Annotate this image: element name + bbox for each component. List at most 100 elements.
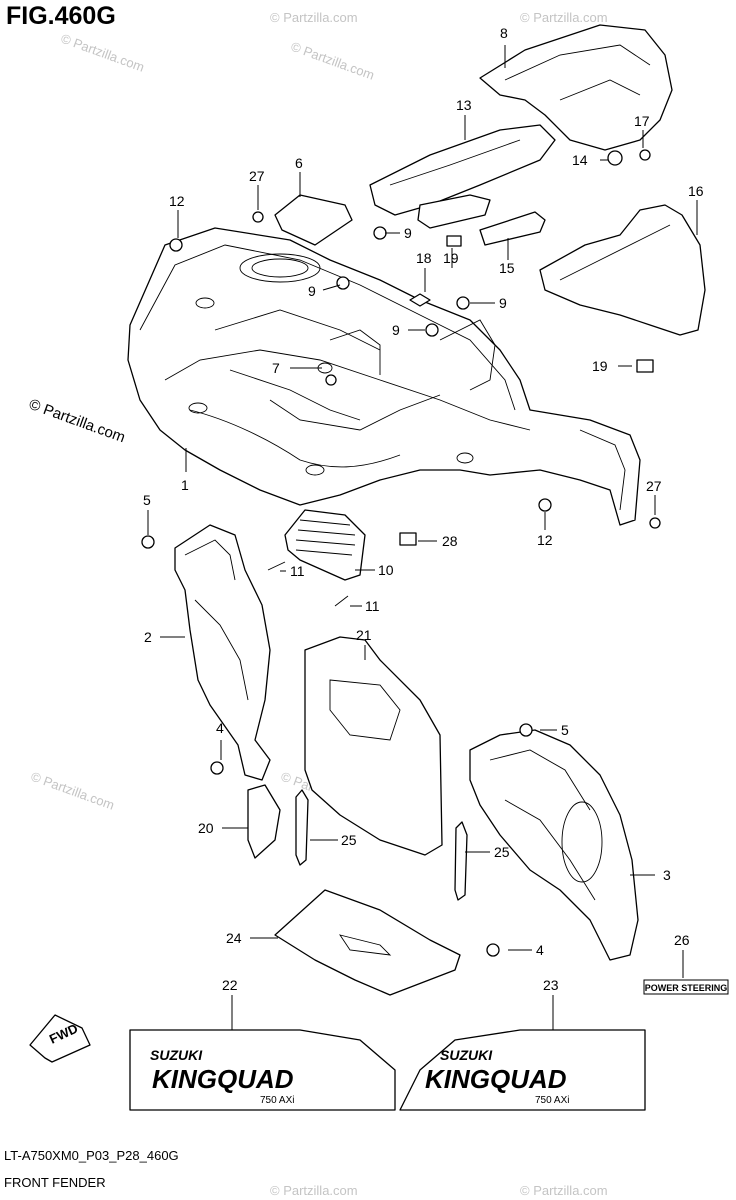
- callout-17: 17: [634, 113, 650, 129]
- part-10-grille[interactable]: [284, 509, 366, 581]
- part-8-upper-cover[interactable]: [479, 24, 673, 151]
- decal-brand-text: SUZUKI: [440, 1047, 493, 1063]
- callout-11a: 11: [290, 563, 305, 579]
- part-28-cushion[interactable]: [399, 532, 417, 546]
- part-25-tie-band[interactable]: [454, 821, 468, 901]
- part-12-nut[interactable]: [169, 238, 183, 252]
- figure-name: FRONT FENDER: [4, 1175, 106, 1190]
- decal-model-text: KINGQUAD: [152, 1064, 294, 1094]
- callout-1: 1: [181, 477, 189, 493]
- callout-24: 24: [226, 930, 242, 946]
- callout-12b: 12: [537, 532, 553, 548]
- callout-13: 13: [456, 97, 472, 113]
- callout-9d: 9: [392, 322, 400, 338]
- fasteners: [141, 149, 661, 957]
- power-steering-text: POWER STEERING: [645, 983, 728, 993]
- callout-11b: 11: [365, 598, 380, 614]
- part-4-nut[interactable]: [486, 943, 500, 957]
- part-5-clip[interactable]: [519, 723, 533, 737]
- decal-model-text: KINGQUAD: [425, 1064, 567, 1094]
- callout-3: 3: [663, 867, 671, 883]
- decal-brand-text: SUZUKI: [150, 1047, 203, 1063]
- fwd-arrow-icon: FWD: [29, 1014, 91, 1063]
- callout-23: 23: [543, 977, 559, 993]
- callout-4: 4: [216, 720, 224, 736]
- watermark: © Partzilla.com: [270, 10, 358, 25]
- callout-21: 21: [356, 627, 372, 643]
- part-22-decal-left[interactable]: SUZUKI KINGQUAD 750 AXi: [129, 1029, 396, 1111]
- part-11-screw[interactable]: [267, 561, 286, 571]
- part-14-grommet[interactable]: [607, 150, 623, 166]
- callout-22: 22: [222, 977, 238, 993]
- part-7-grommet[interactable]: [325, 374, 337, 386]
- part-13-bracket[interactable]: [369, 124, 556, 229]
- callout-19b: 19: [592, 358, 608, 374]
- part-1-front-fender[interactable]: [127, 227, 641, 526]
- callout-10: 10: [378, 562, 394, 578]
- watermark: © Partzilla.com: [520, 10, 608, 25]
- callout-27b: 27: [646, 478, 662, 494]
- watermark: © Partzilla.com: [29, 769, 116, 813]
- callout-4b: 4: [536, 942, 544, 958]
- callout-8: 8: [500, 25, 508, 41]
- callout-6: 6: [295, 155, 303, 171]
- part-15-reflector[interactable]: [479, 211, 546, 246]
- callout-14: 14: [572, 152, 588, 168]
- part-9-nut[interactable]: [425, 323, 439, 337]
- watermark: © Partzilla.com: [289, 39, 376, 83]
- callout-26: 26: [674, 932, 690, 948]
- part-27-bolt[interactable]: [252, 211, 264, 223]
- decal-sub-text: 750 AXi: [535, 1095, 569, 1106]
- partzilla-watermark-dark: © Partzilla.com: [27, 396, 128, 447]
- callout-25b: 25: [494, 844, 510, 860]
- part-23-decal-right[interactable]: SUZUKI KINGQUAD 750 AXi: [399, 1029, 646, 1111]
- callout-25a: 25: [341, 832, 357, 848]
- part-9-nut[interactable]: [336, 276, 350, 290]
- callout-2: 2: [144, 629, 152, 645]
- figure-code: LT-A750XM0_P03_P28_460G: [4, 1148, 179, 1163]
- part-9-nut[interactable]: [456, 296, 470, 310]
- watermarks: © Partzilla.com © Partzilla.com © Partzi…: [29, 10, 616, 1198]
- part-24-plate[interactable]: [274, 889, 461, 996]
- part-4-nut[interactable]: [210, 761, 224, 775]
- part-17-clip[interactable]: [639, 149, 651, 161]
- part-25-tie-band[interactable]: [295, 789, 309, 866]
- callouts: 1 2 3 4 4 5 5 6 7 8 9 9 9 9 10 11 11 12 …: [143, 25, 704, 993]
- part-5-clip[interactable]: [141, 535, 155, 549]
- callout-9b: 9: [404, 225, 412, 241]
- callout-16: 16: [688, 183, 704, 199]
- part-18-pad[interactable]: [409, 293, 431, 307]
- figure-title: FIG.460G: [6, 2, 116, 30]
- callout-28: 28: [442, 533, 458, 549]
- part-6-cover[interactable]: [274, 194, 353, 246]
- callout-9a: 9: [308, 283, 316, 299]
- part-26-power-steering-label[interactable]: POWER STEERING: [643, 979, 729, 995]
- part-16-side-panel[interactable]: [539, 204, 706, 336]
- callout-7: 7: [272, 360, 280, 376]
- callout-19a: 19: [443, 250, 459, 266]
- part-20-clip-bracket[interactable]: [247, 784, 281, 859]
- part-2-left-panel[interactable]: [174, 524, 271, 781]
- part-19-cushion[interactable]: [636, 359, 654, 373]
- watermark: © Partzilla.com: [520, 1183, 608, 1198]
- part-3-right-panel[interactable]: [469, 729, 639, 961]
- watermark: © Partzilla.com: [270, 1183, 358, 1198]
- part-27-bolt[interactable]: [649, 517, 661, 529]
- leader-lines: [147, 45, 698, 1030]
- part-9-nut[interactable]: [373, 226, 387, 240]
- callout-12a: 12: [169, 193, 185, 209]
- callout-9c: 9: [499, 295, 507, 311]
- callout-5b: 5: [561, 722, 569, 738]
- watermark: © Partzilla.com: [59, 31, 146, 75]
- part-12-nut[interactable]: [538, 498, 552, 512]
- callout-27a: 27: [249, 168, 265, 184]
- callout-15: 15: [499, 260, 515, 276]
- part-21-panel[interactable]: [304, 636, 443, 856]
- part-19-cushion[interactable]: [446, 235, 462, 247]
- part-11-screw[interactable]: [334, 595, 349, 607]
- decal-sub-text: 750 AXi: [260, 1095, 294, 1106]
- callout-5: 5: [143, 492, 151, 508]
- callout-20: 20: [198, 820, 214, 836]
- callout-18: 18: [416, 250, 432, 266]
